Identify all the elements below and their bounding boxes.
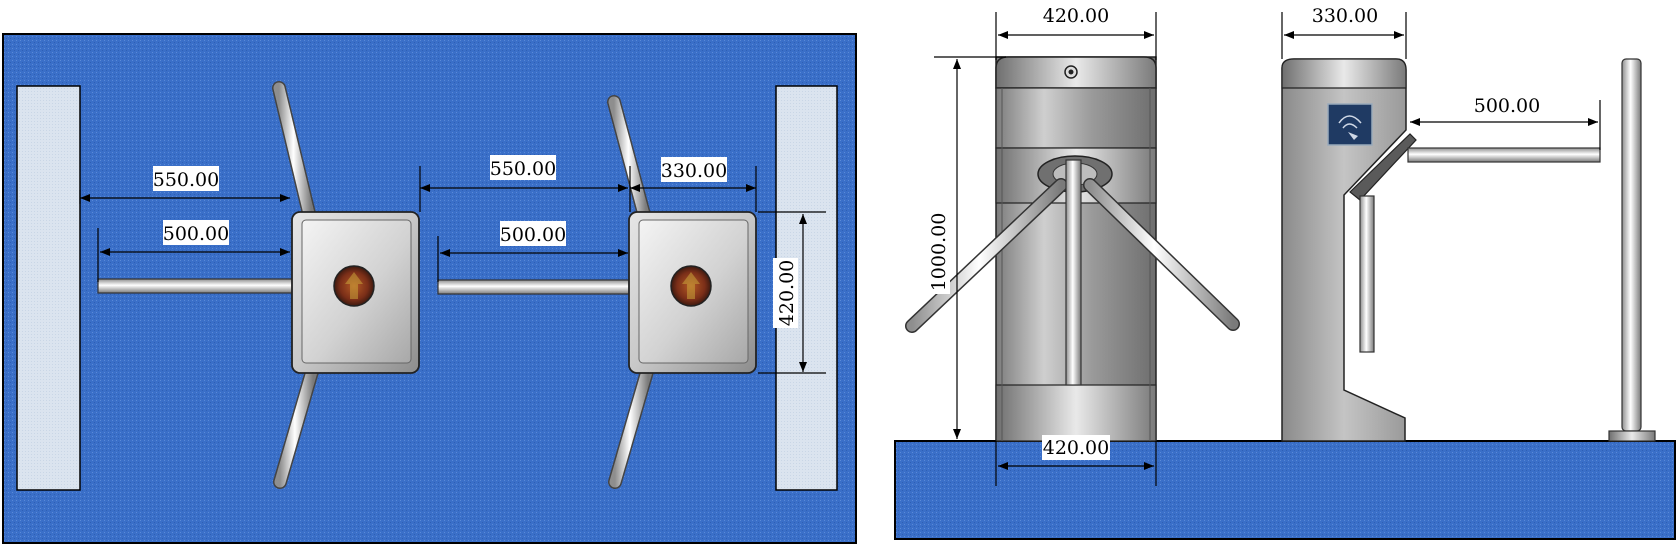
lens-icon	[1064, 65, 1078, 79]
front-tripod-arms	[905, 159, 1240, 386]
left-turnstile-cabinet	[291, 211, 420, 374]
front-top-width-label: 420.00	[1043, 5, 1109, 27]
side-cabinet	[1281, 58, 1417, 442]
top-view: 550.00 500.00 550.00 500.00 330.00 420.0…	[2, 33, 857, 544]
front-view-dimensions	[934, 12, 1157, 486]
middle-turnstile-cabinet	[628, 211, 757, 374]
left-wall-panel	[16, 85, 81, 491]
front-view-floor	[894, 440, 1676, 540]
front-base-width-label: 420.00	[1043, 437, 1109, 459]
top-view-dimension-labels: 550.00 500.00 550.00 500.00 330.00 420.0…	[153, 155, 798, 328]
left-arm-label: 500.00	[163, 223, 229, 245]
cabinet-depth-label: 420.00	[776, 260, 798, 326]
side-arm-length-label: 500.00	[1474, 95, 1540, 117]
side-view: 330.00 500.00	[1281, 5, 1656, 442]
side-depth-label: 330.00	[1312, 5, 1378, 27]
top-view-dimensions	[79, 166, 826, 374]
middle-turnstile-arms	[437, 95, 655, 489]
side-post	[1608, 58, 1656, 442]
cabinet-width-label: 330.00	[661, 160, 727, 182]
side-view-dimensions	[1281, 12, 1601, 150]
side-view-dimension-labels: 330.00 500.00	[1312, 5, 1540, 117]
side-arms	[1359, 147, 1601, 353]
rfid-icon	[1327, 103, 1373, 146]
front-view: 420.00 1000.00 420.00	[894, 5, 1676, 540]
middle-reach-label: 550.00	[490, 158, 556, 180]
arrow-up-icon	[333, 265, 375, 307]
middle-arm-label: 500.00	[500, 224, 566, 246]
left-reach-label: 550.00	[153, 169, 219, 191]
front-height-label: 1000.00	[928, 213, 950, 292]
front-view-dimension-labels: 420.00 1000.00 420.00	[925, 5, 1110, 460]
left-turnstile-arms	[97, 81, 320, 489]
arrow-up-icon	[670, 265, 712, 307]
